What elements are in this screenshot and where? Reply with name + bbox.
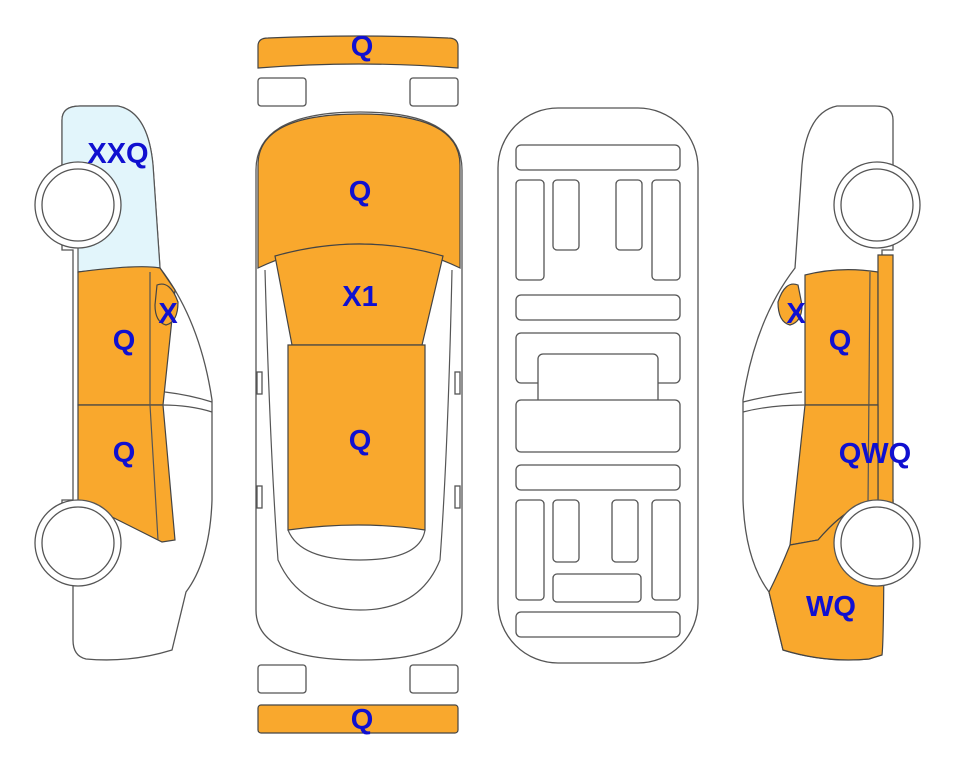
label-right-front-door: Q [829,325,852,357]
label-right-front-fender: WQ [806,591,856,623]
label-left-mirror: X [158,298,178,330]
windshield[interactable] [274,243,444,346]
left-headlight [257,77,307,107]
left-mirror[interactable] [154,283,179,326]
right-taillight [409,664,459,694]
label-right-rocker: QWQ [839,438,912,470]
left-side-view: XXQ X Q Q [34,105,213,661]
left-rear-door[interactable] [77,266,176,406]
label-hood: Q [349,176,372,208]
right-mirror[interactable] [777,283,803,326]
left-taillight [257,664,307,694]
right-headlight [409,77,459,107]
label-left-rear-door: Q [113,325,136,357]
label-right-mirror: X [786,298,806,330]
label-rear-bumper: Q [351,704,374,736]
underbody-view [497,107,699,664]
label-left-rear-quarter: XXQ [87,138,148,170]
right-side-view: X Q QWQ WQ [742,105,921,661]
label-roof: Q [349,425,372,457]
front-bumper[interactable] [257,35,459,69]
label-front-bumper: Q [351,31,374,63]
label-windshield: X1 [342,281,377,313]
label-left-front-door: Q [113,437,136,469]
top-view: Q Q X1 Q Q [255,31,463,736]
rear-bumper[interactable] [257,704,459,734]
